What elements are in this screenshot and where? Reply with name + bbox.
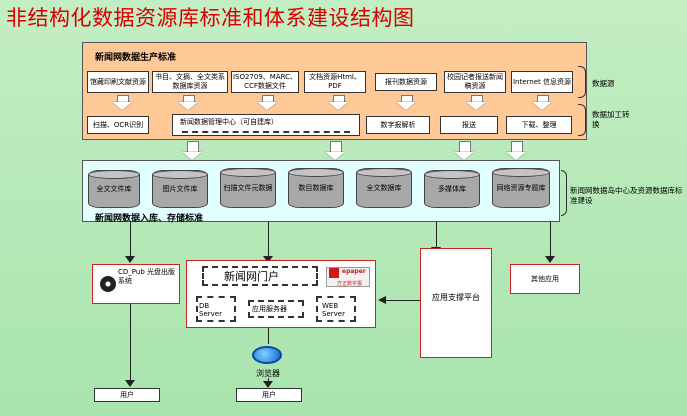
side-label-source: 数据源 bbox=[592, 79, 615, 88]
flow-arrow-9 bbox=[325, 141, 345, 160]
browser-label: 浏览器 bbox=[256, 369, 280, 378]
portal-title-box bbox=[202, 266, 318, 286]
support-to-portal-line bbox=[386, 300, 420, 301]
flow-arrow-10 bbox=[454, 141, 474, 160]
library-catalog-db: 数目数据库 bbox=[288, 168, 344, 208]
connector-line-user-left bbox=[130, 304, 131, 380]
source-box-4: 文档资源Html、PDF bbox=[304, 71, 366, 93]
user-box-left: 用户 bbox=[94, 388, 160, 402]
connector-arrow-user-left bbox=[125, 380, 135, 387]
library-image-files: 图片文件库 bbox=[152, 170, 208, 208]
news-data-center-label: 新闻数据管理中心（可自建库） bbox=[180, 118, 278, 126]
library-label-6: 多媒体库 bbox=[438, 184, 466, 193]
connector-arrow-other bbox=[545, 256, 555, 263]
flow-arrow-1 bbox=[112, 95, 132, 110]
app-server-label: 应用服务器 bbox=[252, 305, 287, 313]
source-box-3: ISO2709、MARC、CCF数据文件 bbox=[231, 71, 299, 93]
processing-paper-parse: 数字报解析 bbox=[366, 116, 430, 134]
flow-arrow-7 bbox=[532, 95, 552, 110]
storage-heading: 新闻网数据入库、存储标准 bbox=[95, 214, 204, 224]
storage-side-note: 新闻网数据岛中心及资源数据库标准建设 bbox=[570, 186, 683, 205]
library-multimedia: 多媒体库 bbox=[424, 170, 480, 208]
source-box-2: 书目、文摘、全文类系数据库资源 bbox=[152, 71, 228, 93]
connector-line-cd bbox=[130, 222, 131, 256]
flow-arrow-8 bbox=[182, 141, 202, 160]
connector-arrow-cd bbox=[125, 256, 135, 263]
library-label-4: 数目数据库 bbox=[298, 183, 334, 192]
user-box-right: 用户 bbox=[236, 388, 302, 402]
library-fulltext-db: 全文数据库 bbox=[356, 168, 412, 208]
connector-line-portal bbox=[268, 222, 269, 256]
source-box-6: 校园记者报送新闻稿资源 bbox=[444, 71, 506, 93]
cd-disc-icon bbox=[100, 276, 116, 292]
connector-line-support bbox=[436, 222, 437, 248]
browser-icon bbox=[252, 346, 282, 364]
source-box-7: Internet 信息资源 bbox=[511, 71, 573, 93]
dashed-separator bbox=[182, 131, 350, 133]
db-server-label: DB Server bbox=[199, 302, 222, 318]
connector-line-other bbox=[550, 222, 551, 256]
processing-submit: 报送 bbox=[440, 116, 498, 134]
news-data-center-box bbox=[172, 114, 360, 136]
other-apps-box: 其他应用 bbox=[510, 264, 580, 294]
support-to-portal-arrow bbox=[378, 296, 386, 304]
source-brace bbox=[578, 66, 586, 98]
support-platform-label: 应用支撑平台 bbox=[432, 293, 480, 302]
epaper-logo-sub: 方正数字报 bbox=[337, 281, 363, 287]
db-server-box bbox=[196, 296, 236, 322]
side-label-processing: 数据加工转换 bbox=[592, 110, 630, 129]
library-scan-metadata: 扫描文件元数据 bbox=[220, 168, 276, 208]
library-web-topics: 网络资源专题库 bbox=[492, 168, 550, 208]
storage-brace bbox=[561, 170, 567, 216]
flow-arrow-6 bbox=[466, 95, 486, 110]
flow-arrow-2 bbox=[178, 95, 198, 110]
processing-scan-ocr: 扫描、OCR识别 bbox=[87, 116, 149, 134]
app-server-box bbox=[248, 300, 304, 318]
cd-pub-label: CD_Pub 光盘出版系统 bbox=[118, 268, 175, 285]
library-label-3: 扫描文件元数据 bbox=[223, 183, 273, 192]
page-title: 非结构化数据资源库标准和体系建设结构图 bbox=[6, 6, 415, 30]
flow-arrow-3 bbox=[257, 95, 277, 110]
connector-arrow-portal bbox=[263, 256, 273, 263]
processing-download: 下载、整理 bbox=[506, 116, 572, 134]
web-server-label: WEB Server bbox=[322, 302, 345, 318]
source-box-5: 报刊数据资源 bbox=[375, 73, 437, 91]
connector-line-user-right bbox=[268, 378, 269, 382]
epaper-logo-text: epaper bbox=[342, 268, 366, 275]
library-label-5: 全文数据库 bbox=[366, 183, 402, 192]
processing-brace bbox=[578, 104, 586, 136]
connector-arrow-user-right bbox=[263, 381, 273, 388]
library-label-7: 网络资源专题库 bbox=[496, 183, 546, 192]
web-server-box bbox=[316, 296, 356, 322]
flow-arrow-4 bbox=[328, 95, 348, 110]
library-label-1: 全文文件库 bbox=[96, 184, 132, 193]
epaper-logo-mark bbox=[329, 268, 339, 278]
flow-arrow-11 bbox=[506, 141, 526, 160]
portal-title: 新闻网门户 bbox=[224, 270, 279, 283]
source-box-1: 馆藏印刷文献资源 bbox=[87, 71, 149, 93]
library-fulltext-files: 全文文件库 bbox=[88, 170, 140, 208]
connector-line-browser bbox=[268, 328, 269, 344]
library-label-2: 图片文件库 bbox=[162, 184, 198, 193]
flow-arrow-5 bbox=[396, 95, 416, 110]
support-platform-box bbox=[420, 248, 492, 358]
production-heading: 新闻网数据生产标准 bbox=[95, 53, 177, 63]
other-apps-label: 其他应用 bbox=[531, 275, 559, 283]
